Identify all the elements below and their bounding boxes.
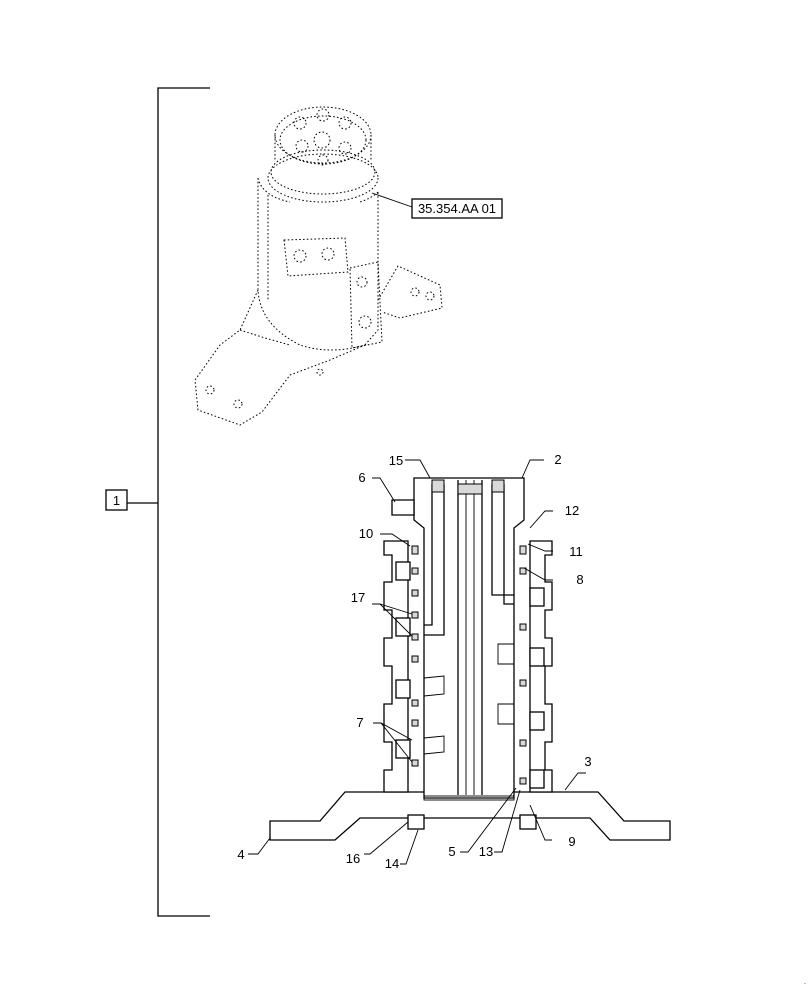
callout-13[interactable]: 13 bbox=[479, 844, 493, 859]
assembly-item-box[interactable]: 1 bbox=[105, 489, 128, 511]
assembly-item-number: 1 bbox=[113, 493, 120, 508]
callout-2[interactable]: 2 bbox=[554, 452, 561, 467]
callout-numbers: 15 2 6 10 12 11 8 17 7 3 4 16 14 5 13 9 bbox=[237, 452, 591, 871]
callout-4[interactable]: 4 bbox=[237, 847, 244, 862]
callout-7[interactable]: 7 bbox=[356, 715, 363, 730]
callout-11[interactable]: 11 bbox=[569, 544, 583, 559]
callout-12[interactable]: 12 bbox=[565, 503, 579, 518]
callout-leaders bbox=[248, 459, 586, 865]
callout-8[interactable]: 8 bbox=[576, 572, 583, 587]
callout-6[interactable]: 6 bbox=[358, 470, 365, 485]
assembly-bracket bbox=[127, 87, 210, 917]
rotary-joint-section-view bbox=[269, 477, 671, 841]
callout-17[interactable]: 17 bbox=[351, 590, 365, 605]
corner-mark: ` bbox=[804, 984, 806, 990]
reference-label-box[interactable]: 35.354.AA 01 bbox=[411, 198, 503, 219]
reference-label: 35.354.AA 01 bbox=[418, 201, 496, 216]
rotary-joint-phantom-view bbox=[194, 106, 443, 426]
callout-9[interactable]: 9 bbox=[568, 834, 575, 849]
callout-5[interactable]: 5 bbox=[448, 844, 455, 859]
callout-14[interactable]: 14 bbox=[385, 856, 399, 871]
callout-16[interactable]: 16 bbox=[346, 851, 360, 866]
reference-leader bbox=[371, 192, 413, 208]
callout-3[interactable]: 3 bbox=[584, 754, 591, 769]
callout-15[interactable]: 15 bbox=[389, 453, 403, 468]
callout-10[interactable]: 10 bbox=[359, 526, 373, 541]
